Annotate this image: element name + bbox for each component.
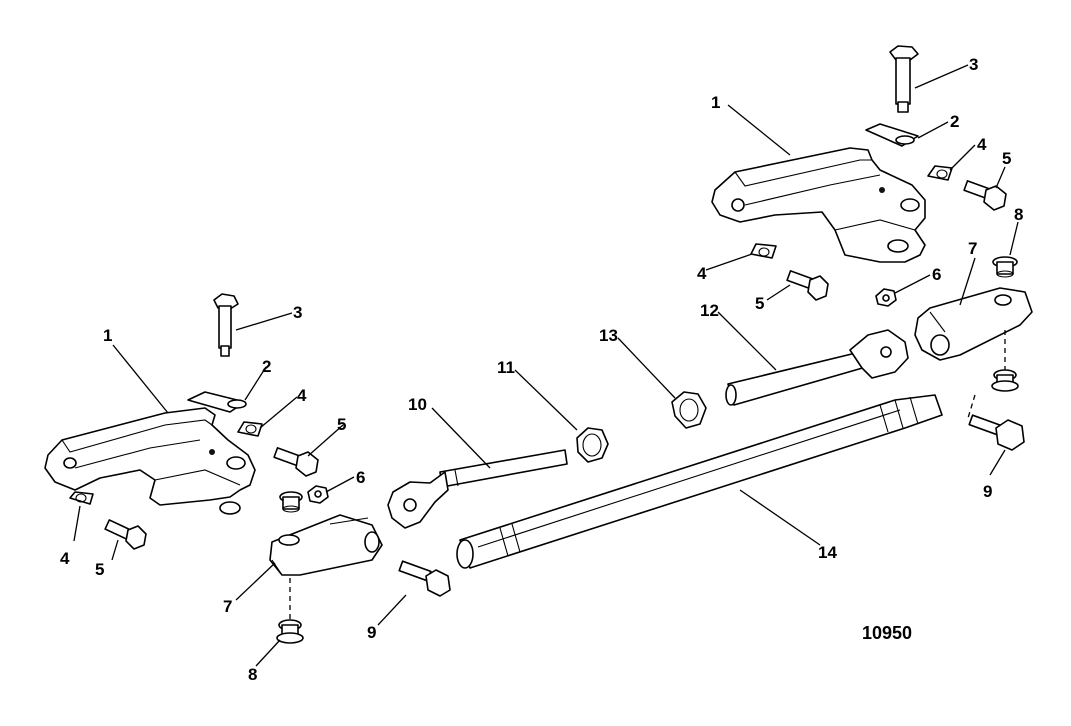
left-washer-4-lower [69, 491, 94, 505]
right-washer-4-upper [927, 165, 953, 181]
callout-3-right: 3 [969, 55, 978, 74]
callout-13: 13 [599, 326, 618, 345]
callout-3-left: 3 [293, 303, 302, 322]
right-steering-arm-7 [914, 287, 1033, 361]
nut-11 [576, 427, 609, 463]
left-bolt-5-lower [104, 519, 147, 550]
callout-4-right-lower: 4 [697, 264, 707, 283]
right-bolt-3 [889, 45, 919, 113]
left-nut-6 [307, 485, 329, 504]
tie-rod-end-10 [387, 449, 568, 529]
right-nut-6 [875, 288, 897, 307]
tie-rod-end-12 [725, 329, 909, 406]
callout-4-left-upper: 4 [297, 386, 307, 405]
callout-2-left: 2 [262, 357, 271, 376]
left-bushing-8-lower [276, 619, 304, 644]
callout-5-left-lower: 5 [95, 560, 104, 579]
callout-7-right: 7 [968, 239, 977, 258]
right-bolt-9 [968, 414, 1025, 451]
callout-labels: 1 2 3 4 5 6 4 5 7 8 9 10 11 13 12 14 1 2… [60, 55, 1023, 684]
callout-11: 11 [497, 358, 515, 377]
callout-9-right: 9 [983, 482, 992, 501]
right-bolt-5-upper [963, 180, 1007, 211]
right-plate-2 [865, 123, 919, 147]
right-washer-4-lower [750, 243, 777, 259]
callout-2-right: 2 [950, 112, 959, 131]
callout-9-center: 9 [367, 623, 376, 642]
left-bushing-8-upper [279, 491, 303, 513]
right-bolt-5-lower [786, 270, 829, 301]
callout-10: 10 [408, 395, 427, 414]
left-plate-2 [187, 391, 247, 413]
callout-8-left: 8 [248, 665, 257, 684]
left-bolt-3 [213, 293, 239, 357]
callout-5-left-upper: 5 [337, 415, 346, 434]
right-steering-bracket [711, 147, 926, 263]
callout-5-right-lower: 5 [755, 294, 764, 313]
left-bolt-5-upper [273, 447, 319, 477]
figure-number: 10950 [862, 623, 912, 643]
left-steering-bracket [44, 407, 256, 515]
callout-4-right-upper: 4 [977, 135, 987, 154]
left-washer-4-upper [237, 421, 263, 437]
callout-4-left-lower: 4 [60, 549, 70, 568]
callout-7-left: 7 [223, 597, 232, 616]
callout-8-right: 8 [1014, 205, 1023, 224]
callout-12: 12 [700, 301, 719, 320]
leader-lines [73, 64, 1019, 667]
tie-bar-tube-14 [456, 394, 943, 569]
callout-14: 14 [818, 543, 837, 562]
callout-5-right-upper: 5 [1002, 149, 1011, 168]
callout-6-right: 6 [932, 265, 941, 284]
right-bushing-8-upper [992, 256, 1018, 278]
right-bushing-8-lower [991, 369, 1019, 392]
callout-6-left: 6 [356, 468, 365, 487]
nut-13 [671, 391, 707, 429]
bolt-9-center [398, 560, 451, 597]
left-steering-arm-7 [269, 514, 383, 576]
callout-1-right: 1 [711, 93, 720, 112]
callout-1-left: 1 [103, 326, 112, 345]
